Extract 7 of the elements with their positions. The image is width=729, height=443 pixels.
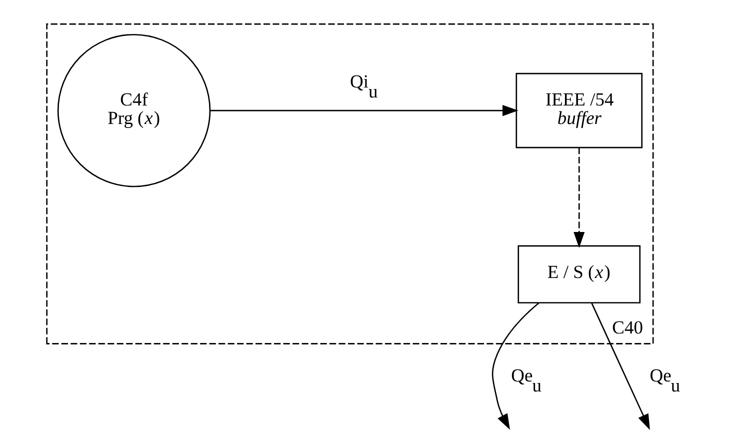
node-circle: C4f Prg (x) — [57, 34, 211, 188]
arrow — [210, 105, 518, 116]
arrow — [591, 302, 650, 430]
arrow — [574, 148, 585, 248]
node-box: E / S (x) — [518, 245, 641, 304]
arrow — [492, 302, 540, 430]
node-box: IEEE /54 buffer — [516, 72, 643, 148]
